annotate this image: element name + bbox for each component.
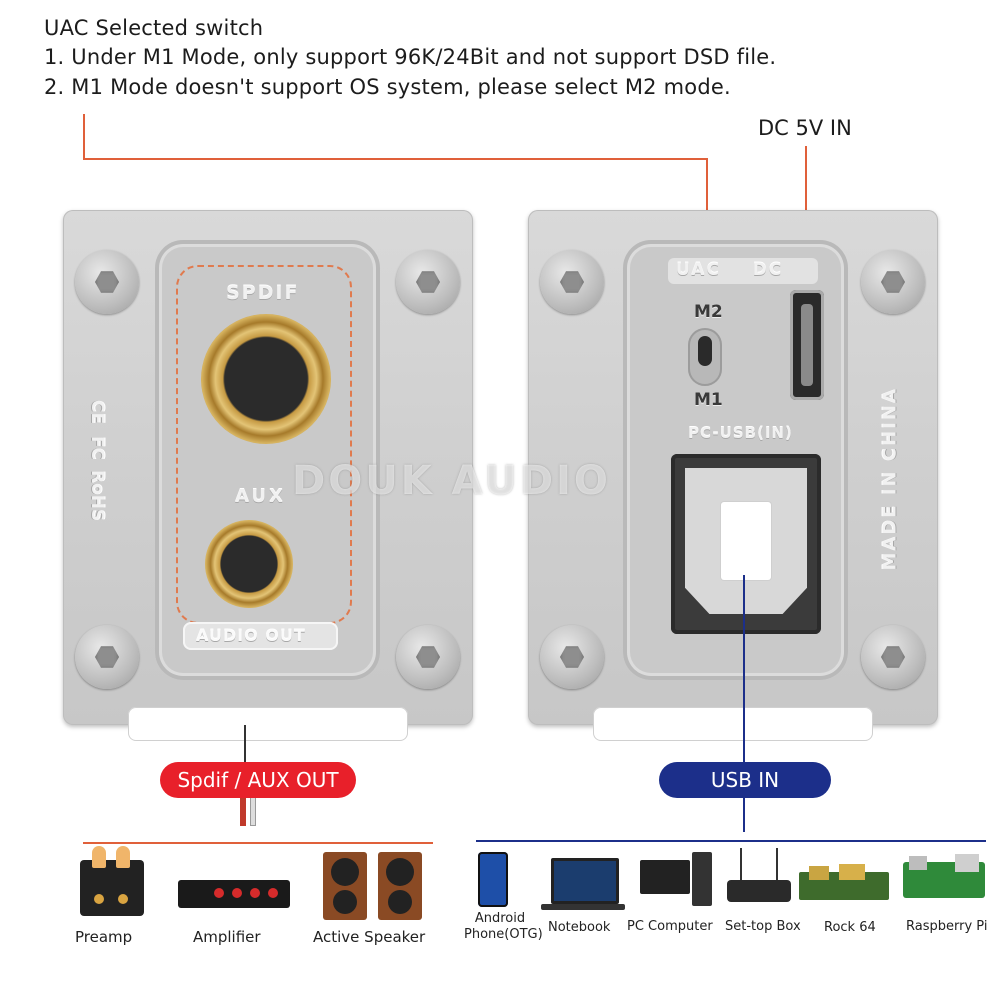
right-mount-slot (593, 707, 873, 741)
device-label-pc-computer: PC Computer (627, 919, 713, 934)
screw-icon (861, 625, 925, 689)
spdif-jack[interactable] (201, 314, 331, 444)
rca-plug-white (250, 796, 256, 826)
made-in-label: MADE IN CHINA (879, 387, 901, 571)
dc-label: DC 5V IN (758, 116, 852, 140)
raspberry-pi-image (903, 854, 985, 898)
uac-dc-label: UAC DC (676, 260, 784, 280)
cert-fc: FC (87, 436, 107, 461)
annotation-line-horizontal (83, 158, 708, 160)
pc-usb-label: PC-USB(IN) (688, 424, 793, 442)
uac-dc-plate (668, 258, 818, 284)
pc-tower-image (692, 852, 712, 906)
cable-line (244, 725, 246, 765)
notebook-image (551, 858, 619, 904)
switch-toggle-knob (698, 336, 712, 366)
audio-out-plate (183, 622, 338, 650)
preamp-image (80, 846, 144, 916)
speaker-left-image (323, 852, 367, 920)
screw-icon (75, 625, 139, 689)
screw-icon (396, 250, 460, 314)
aux-label: AUX (235, 486, 286, 507)
m1-label: M1 (694, 390, 723, 410)
phone-image (478, 852, 508, 907)
usb-down-line (743, 798, 745, 832)
left-panel: SPDIF AUX AUDIO OUT CE FC RoHS (63, 210, 473, 741)
settop-antenna (740, 848, 742, 880)
cert-rohs: RoHS (87, 470, 107, 522)
screw-icon (861, 250, 925, 314)
heading-note-1: 1. Under M1 Mode, only support 96K/24Bit… (44, 45, 777, 69)
device-label-settop-box: Set-top Box (725, 919, 801, 934)
screw-icon (540, 250, 604, 314)
aux-jack[interactable] (205, 520, 293, 608)
micro-usb-port[interactable] (790, 290, 824, 400)
notebook-base (541, 904, 625, 910)
device-label-notebook: Notebook (548, 920, 611, 935)
amplifier-image (178, 880, 290, 908)
screw-icon (396, 625, 460, 689)
settop-box-image (727, 880, 791, 902)
spdif-aux-out-badge: Spdif / AUX OUT (160, 762, 356, 798)
heading-note-2: 2. M1 Mode doesn't support OS system, pl… (44, 75, 731, 99)
output-separator (83, 842, 433, 844)
device-label-rock64: Rock 64 (824, 920, 876, 935)
device-label-amplifier: Amplifier (193, 928, 261, 946)
right-panel: UAC DC M2 M1 PC-USB(IN) MADE IN CHINA (528, 210, 938, 741)
pc-monitor-image (640, 860, 690, 894)
usb-arrow-line (743, 575, 745, 763)
left-mount-slot (128, 707, 408, 741)
input-separator (476, 840, 986, 842)
usb-in-badge: USB IN (659, 762, 831, 798)
heading-title: UAC Selected switch (44, 16, 264, 40)
device-label-active-speaker: Active Speaker (313, 928, 426, 946)
screw-icon (540, 625, 604, 689)
uac-mode-switch[interactable] (688, 328, 722, 386)
rock64-board-image (799, 864, 889, 900)
rca-plug-red (240, 796, 246, 826)
annotation-line-vertical (83, 114, 85, 160)
watermark-text: DOUK AUDIO (292, 458, 611, 504)
screw-icon (75, 250, 139, 314)
audio-out-label: AUDIO OUT (196, 626, 306, 645)
speaker-right-image (378, 852, 422, 920)
device-label-raspberry-pi: Raspberry Pi (906, 919, 988, 934)
spdif-label: SPDIF (226, 282, 300, 304)
device-label-preamp: Preamp (75, 928, 133, 946)
settop-antenna (776, 848, 778, 880)
usb-b-port[interactable] (671, 454, 821, 634)
cert-ce: CE (87, 400, 107, 425)
m2-label: M2 (694, 302, 723, 322)
